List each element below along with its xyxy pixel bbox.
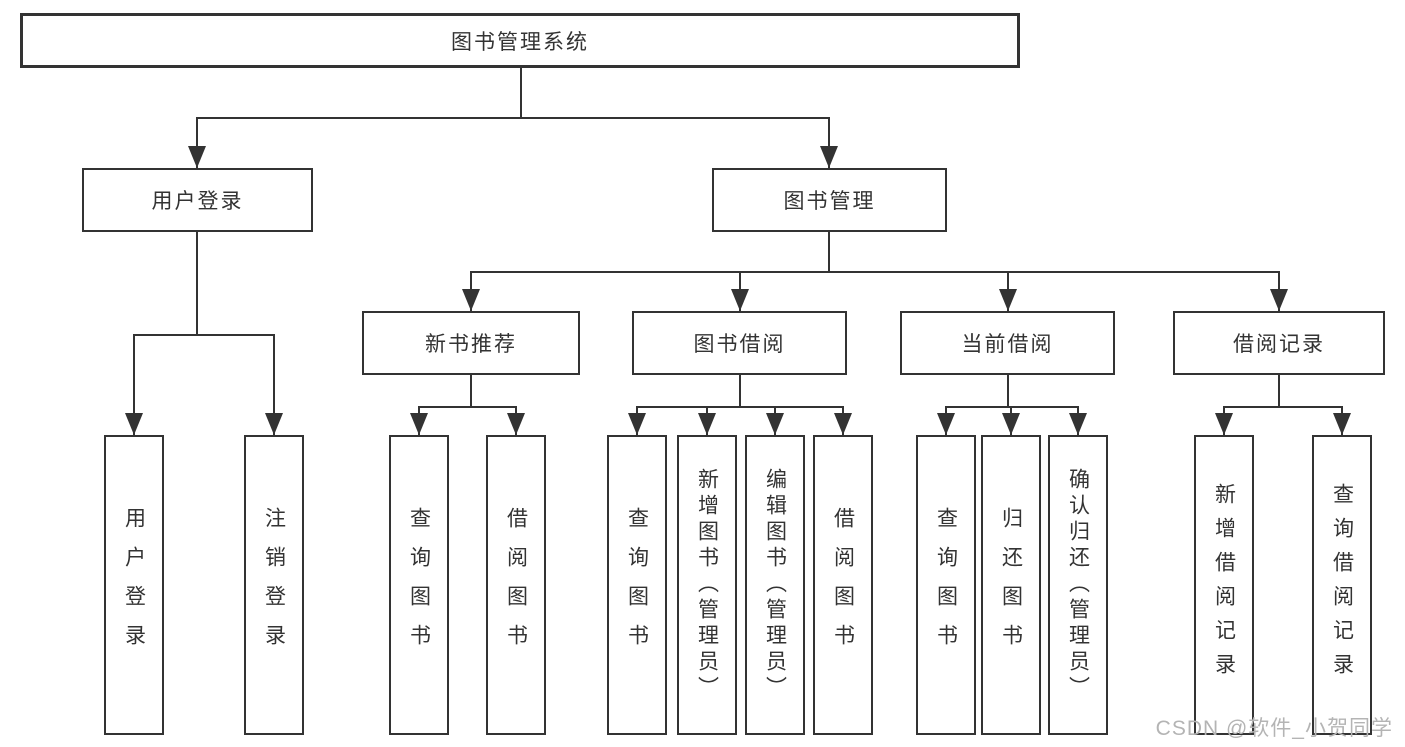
leaf-logout-label: 注销登录 — [262, 507, 286, 663]
arrow-down — [1270, 289, 1288, 311]
connector-line — [196, 117, 830, 119]
connector-line — [133, 335, 135, 435]
node-root-label: 图书管理系统 — [451, 30, 589, 54]
leaf-query-borrow-record-label: 查询借阅记录 — [1330, 483, 1354, 687]
leaf-query-books-3-label: 查询图书 — [934, 507, 958, 663]
node-new-book-recommend: 新书推荐 — [362, 311, 580, 375]
node-user-login-label: 用户登录 — [151, 190, 244, 213]
leaf-confirm-return-admin-label: 确认归还（管理员） — [1066, 468, 1090, 702]
arrow-down — [188, 146, 206, 168]
connector-line — [828, 232, 830, 272]
connector-line — [1223, 406, 1343, 408]
leaf-query-books-2-label: 查询图书 — [625, 507, 649, 663]
arrow-down — [507, 413, 525, 435]
leaf-borrow-books-1-label: 借阅图书 — [504, 507, 528, 663]
node-current-borrowing: 当前借阅 — [900, 311, 1115, 375]
node-book-management-label: 图书管理 — [783, 190, 876, 213]
leaf-query-books-1: 查询图书 — [389, 435, 449, 735]
arrow-down — [462, 289, 480, 311]
leaf-return-books: 归还图书 — [981, 435, 1041, 735]
node-book-management: 图书管理 — [712, 168, 947, 232]
arrow-down — [731, 289, 749, 311]
node-borrowing-records: 借阅记录 — [1173, 311, 1385, 375]
arrow-down — [820, 146, 838, 168]
leaf-return-books-label: 归还图书 — [999, 507, 1023, 663]
connector-line — [133, 334, 275, 336]
leaf-borrow-books-1: 借阅图书 — [486, 435, 546, 735]
node-new-book-recommend-label: 新书推荐 — [425, 333, 517, 356]
node-borrowing-records-label: 借阅记录 — [1233, 333, 1325, 356]
connector-line — [196, 118, 198, 168]
node-root: 图书管理系统 — [20, 13, 1020, 68]
connector-line — [470, 375, 472, 407]
leaf-user-login-label: 用户登录 — [122, 507, 146, 663]
arrow-down — [937, 413, 955, 435]
connector-line — [1007, 375, 1009, 407]
node-book-borrowing: 图书借阅 — [632, 311, 847, 375]
connector-line — [273, 335, 275, 435]
arrow-down — [834, 413, 852, 435]
leaf-user-login: 用户登录 — [104, 435, 164, 735]
connector-line — [739, 375, 741, 407]
leaf-edit-book-admin: 编辑图书（管理员） — [745, 435, 805, 735]
leaf-add-book-admin-label: 新增图书（管理员） — [695, 468, 719, 702]
arrow-down — [1002, 413, 1020, 435]
leaf-add-book-admin: 新增图书（管理员） — [677, 435, 737, 735]
arrow-down — [1333, 413, 1351, 435]
connector-line — [828, 118, 830, 168]
leaf-edit-book-admin-label: 编辑图书（管理员） — [763, 468, 787, 702]
leaf-logout: 注销登录 — [244, 435, 304, 735]
arrow-down — [1069, 413, 1087, 435]
connector-line — [470, 271, 1280, 273]
arrow-down — [698, 413, 716, 435]
leaf-query-books-3: 查询图书 — [916, 435, 976, 735]
connector-line — [636, 406, 844, 408]
connector-line — [520, 68, 522, 118]
arrow-down — [999, 289, 1017, 311]
leaf-add-borrow-record: 新增借阅记录 — [1194, 435, 1254, 735]
leaf-borrow-books-2-label: 借阅图书 — [831, 507, 855, 663]
leaf-add-borrow-record-label: 新增借阅记录 — [1212, 483, 1236, 687]
connector-line — [1278, 375, 1280, 407]
leaf-query-borrow-record: 查询借阅记录 — [1312, 435, 1372, 735]
arrow-down — [265, 413, 283, 435]
leaf-query-books-1-label: 查询图书 — [407, 507, 431, 663]
watermark: CSDN @软件_小贺同学 — [1155, 717, 1393, 740]
leaf-confirm-return-admin: 确认归还（管理员） — [1048, 435, 1108, 735]
connector-line — [196, 232, 198, 335]
connector-line — [418, 406, 517, 408]
connector-line — [945, 406, 1079, 408]
node-current-borrowing-label: 当前借阅 — [961, 333, 1054, 356]
leaf-query-books-2: 查询图书 — [607, 435, 667, 735]
node-user-login: 用户登录 — [82, 168, 313, 232]
arrow-down — [125, 413, 143, 435]
leaf-borrow-books-2: 借阅图书 — [813, 435, 873, 735]
node-book-borrowing-label: 图书借阅 — [693, 333, 786, 356]
arrow-down — [410, 413, 428, 435]
arrow-down — [628, 413, 646, 435]
arrow-down — [766, 413, 784, 435]
arrow-down — [1215, 413, 1233, 435]
